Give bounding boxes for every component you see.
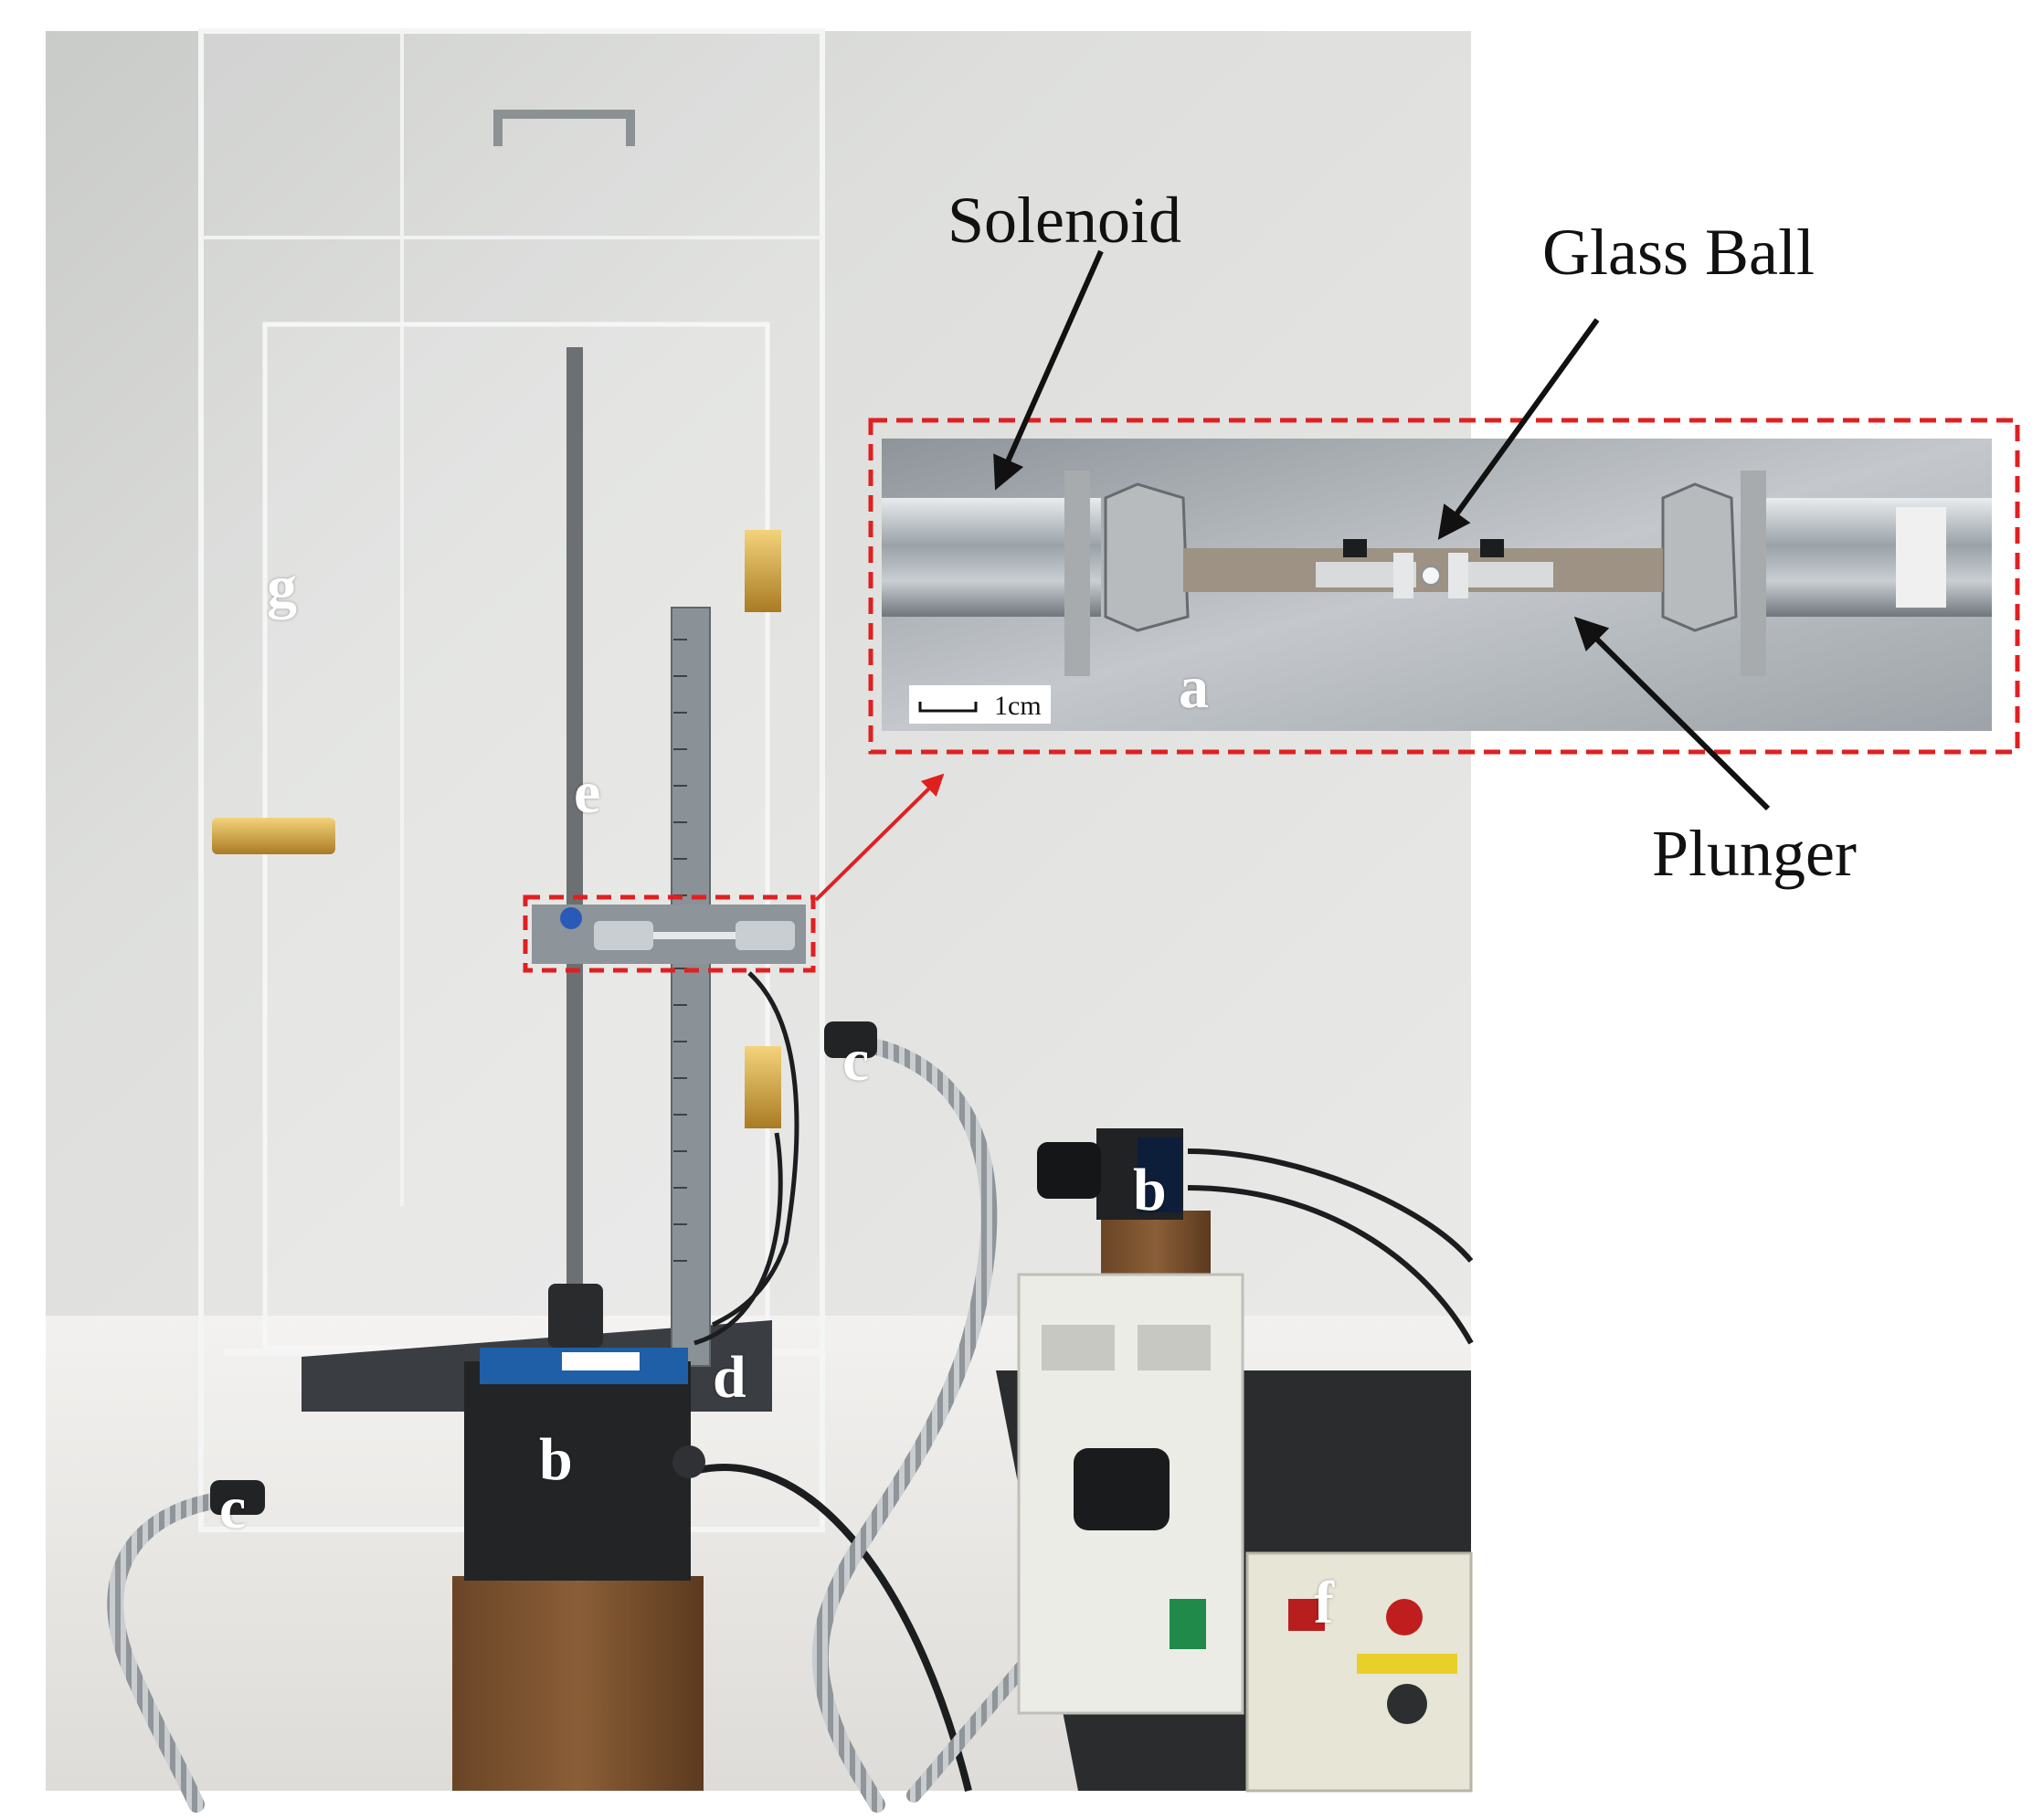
release-mechanism-highlight bbox=[523, 894, 816, 973]
label-f: f bbox=[1314, 1570, 1334, 1636]
glass-ball-label: Glass Ball bbox=[1542, 216, 1815, 289]
acrylic-enclosure bbox=[198, 28, 825, 1532]
label-a: a bbox=[1179, 654, 1209, 721]
zoom-arrow bbox=[814, 773, 945, 902]
plunger-label: Plunger bbox=[1652, 817, 1857, 890]
zoomed-inset bbox=[882, 439, 1992, 731]
release-mechanism bbox=[532, 905, 806, 964]
plunger-arrow bbox=[1573, 616, 1771, 811]
light-guide-right bbox=[811, 1033, 998, 1813]
scale-bar-line bbox=[918, 702, 978, 713]
light-source-box bbox=[1017, 1273, 1244, 1715]
label-b-right-camera: b bbox=[1133, 1157, 1167, 1223]
solenoid-arrow bbox=[993, 249, 1104, 491]
label-g: g bbox=[267, 554, 297, 620]
label-b-front-camera: b bbox=[539, 1426, 573, 1493]
light-guide-left bbox=[107, 1490, 241, 1813]
control-box bbox=[1245, 1551, 1473, 1793]
label-c-right-guide: c bbox=[842, 1027, 870, 1094]
wood-stand-front bbox=[452, 1576, 704, 1791]
glass-ball-arrow bbox=[1437, 318, 1600, 540]
label-d: d bbox=[713, 1344, 746, 1411]
vertical-rod bbox=[566, 347, 583, 1316]
label-e: e bbox=[574, 759, 601, 826]
label-c-left-guide: c bbox=[219, 1475, 247, 1541]
inset-highlight-border bbox=[868, 418, 2020, 755]
scale-bar-box bbox=[909, 685, 1051, 724]
steel-ruler bbox=[671, 607, 711, 1367]
camera-front bbox=[464, 1361, 691, 1581]
scale-bar-label: 1cm bbox=[994, 691, 1042, 721]
solenoid-label: Solenoid bbox=[947, 184, 1182, 257]
